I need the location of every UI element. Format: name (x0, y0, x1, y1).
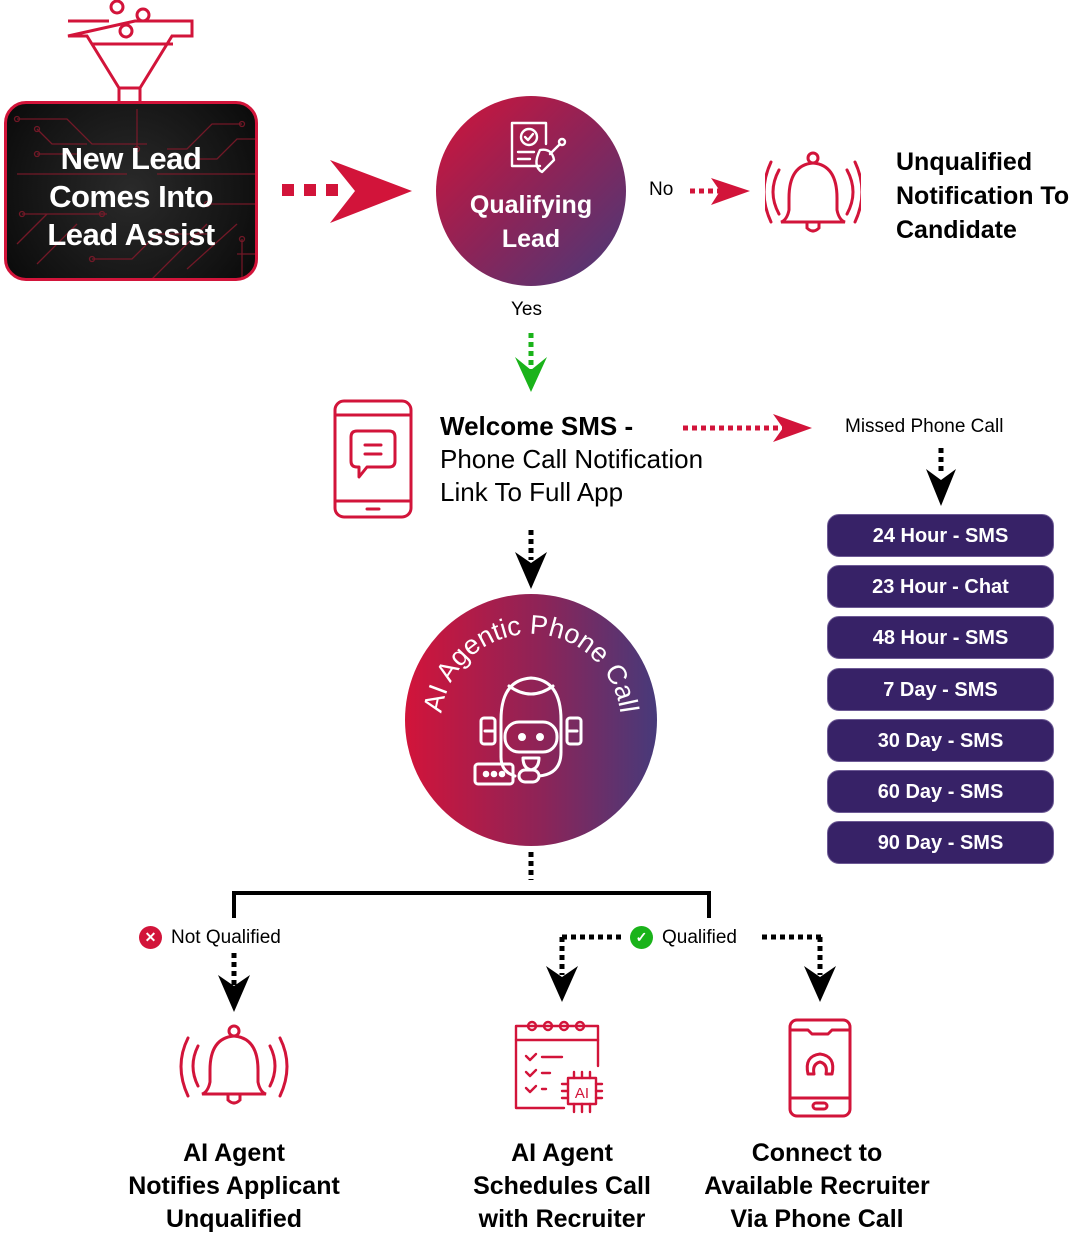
outcome-1-line-1: AI Agent (183, 1139, 285, 1167)
circuit-pattern (13, 109, 255, 278)
start-title: New Lead Comes Into Lead Assist (7, 140, 255, 254)
followup-pill: 90 Day - SMS (827, 821, 1054, 864)
welcome-title: Welcome SMS - (440, 411, 634, 441)
funnel-icon (67, 0, 194, 103)
yes-label: Yes (511, 299, 542, 320)
outcome-3-line-3: Via Phone Call (730, 1205, 904, 1233)
followup-pill: 23 Hour - Chat (827, 565, 1054, 608)
arrow-start-to-qualifying (282, 160, 412, 223)
followup-pill: 7 Day - SMS (827, 668, 1054, 711)
arrow-yes (515, 333, 547, 392)
followup-pill: 24 Hour - SMS (827, 514, 1054, 557)
outcome-1-line-2: Notifies Applicant (128, 1172, 340, 1200)
ai-call-title-arc: AI Agentic Phone Call (418, 610, 644, 715)
arrow-to-ai-call (515, 530, 547, 589)
qualified-label: Qualified (662, 926, 737, 948)
outcome-3-line-2: Available Recruiter (704, 1172, 930, 1200)
welcome-line-2: Phone Call Notification (440, 444, 704, 474)
phone-call-icon (788, 1018, 852, 1118)
outcome-schedule-call: AI Agent Schedules Call with Recruiter (442, 1137, 682, 1236)
qualifying-line-2: Lead (501, 225, 561, 253)
outcome-3-line-1: Connect to (751, 1139, 883, 1167)
outcome-2-line-3: with Recruiter (478, 1205, 646, 1233)
x-circle-icon: ✕ (139, 926, 162, 949)
followup-pill: 60 Day - SMS (827, 770, 1054, 813)
qualifying-node: Qualifying Lead (436, 96, 626, 286)
start-line-2: Comes Into (49, 179, 213, 214)
not-qualified-label: Not Qualified (171, 926, 281, 948)
not-qualified-badge: ✕ Not Qualified (139, 926, 281, 949)
decision-bracket (232, 891, 711, 918)
bell-ringing-icon (765, 151, 861, 233)
qualifying-title: Qualifying Lead (436, 188, 626, 256)
missed-phone-call-label: Missed Phone Call (845, 416, 1004, 437)
outcome-2-line-1: AI Agent (511, 1139, 613, 1167)
phone-message-icon (333, 399, 413, 519)
outcome-1-line-3: Unqualified (165, 1205, 303, 1233)
unqualified-line-2: Notification To (896, 182, 1070, 210)
outcome-2-line-2: Schedules Call (473, 1172, 651, 1200)
ai-chip-glyph: AI (575, 1085, 589, 1102)
ai-call-node: AI Agentic Phone Call (405, 594, 657, 846)
followup-pill: 48 Hour - SMS (827, 616, 1054, 659)
document-stamp-icon (510, 121, 567, 174)
arrow-no (690, 178, 750, 205)
start-node: New Lead Comes Into Lead Assist (4, 101, 258, 281)
start-line-3: Lead Assist (47, 217, 215, 252)
outcome-connect-recruiter: Connect to Available Recruiter Via Phone… (682, 1137, 952, 1236)
unqualified-notification-text: Unqualified Notification To Candidate (896, 145, 1069, 247)
robot-headset-icon (473, 676, 583, 786)
followup-pill: 30 Day - SMS (827, 719, 1054, 762)
bell-ringing-icon (179, 1024, 289, 1105)
arrow-missed-call (683, 414, 812, 442)
welcome-sms-text: Welcome SMS - Phone Call Notification Li… (440, 410, 703, 509)
check-circle-icon: ✓ (630, 926, 653, 949)
qualified-badge: ✓ Qualified (630, 926, 737, 949)
qualifying-line-1: Qualifying (469, 191, 593, 219)
outcome-not-qualified: AI Agent Notifies Applicant Unqualified (94, 1137, 374, 1236)
start-line-1: New Lead (60, 141, 202, 176)
welcome-line-3: Link To Full App (440, 477, 624, 507)
calendar-ai-icon: AI (514, 1020, 604, 1114)
unqualified-line-3: Candidate (896, 216, 1017, 244)
no-label: No (649, 179, 674, 200)
arrow-qualified-connect (762, 934, 836, 1002)
arrow-not-qualified (218, 953, 250, 1012)
arrow-qualified-schedule (546, 934, 625, 1002)
arrow-to-followups (926, 448, 956, 506)
unqualified-line-1: Unqualified (896, 148, 1033, 176)
